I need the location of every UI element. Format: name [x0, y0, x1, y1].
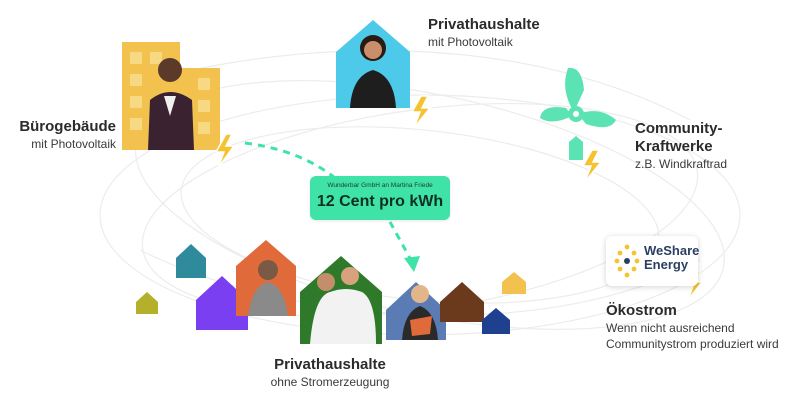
- arrow-head: [404, 256, 420, 272]
- community-subtitle: z.B. Windkraftrad: [635, 157, 728, 171]
- private-none-subtitle: ohne Stromerzeugung: [270, 375, 390, 389]
- person-photo: [350, 35, 396, 108]
- house-icon: [196, 276, 248, 330]
- oekostrom-title: Ökostrom: [606, 302, 677, 319]
- logo-line-1: WeShare: [644, 243, 700, 258]
- house-icon: [136, 292, 158, 314]
- label-private-pv: Privathaushalte mit Photovoltaik: [428, 16, 568, 50]
- person-photo: [310, 267, 376, 344]
- community-title-1: Community-: [635, 120, 723, 137]
- logo-line-2: Energy: [644, 257, 689, 272]
- community-title-2: Kraftwerke: [635, 138, 713, 155]
- label-private-none: Privathaushalte ohne Stromerzeugung: [250, 356, 410, 390]
- oekostrom-subtitle-2: Communitystrom produziert wird: [606, 337, 779, 351]
- bolt-icon: [214, 133, 236, 169]
- label-office: Bürogebäude mit Photovoltaik: [10, 118, 116, 152]
- logo-text: WeShare Energy: [644, 244, 699, 272]
- weshare-logo: WeShare Energy: [606, 236, 699, 286]
- house-icon: [336, 20, 410, 108]
- label-community: Community- Kraftwerke z.B. Windkraftrad: [635, 120, 785, 172]
- bolt-icon: [410, 95, 432, 129]
- office-subtitle: mit Photovoltaik: [31, 137, 116, 151]
- logo-dots-icon: [614, 244, 640, 278]
- bolt-icon: [581, 149, 603, 183]
- office-title: Bürogebäude: [19, 118, 116, 135]
- transfer-price: 12 Cent pro kWh: [316, 193, 444, 210]
- flow-arrow: [388, 221, 414, 263]
- oekostrom-subtitle-1: Wenn nicht ausreichend: [606, 321, 735, 335]
- wind-turbine-icon: [540, 67, 616, 160]
- house-icon: [482, 308, 510, 334]
- private-none-title: Privathaushalte: [274, 356, 386, 373]
- person-photo: [402, 285, 438, 340]
- house-icon: [176, 244, 206, 278]
- private-pv-subtitle: mit Photovoltaik: [428, 35, 513, 49]
- transfer-badge: Wunderbar GmbH an Martina Friede 12 Cent…: [310, 176, 450, 220]
- label-oekostrom: Ökostrom Wenn nicht ausreichend Communit…: [606, 302, 796, 352]
- person-photo: [248, 260, 288, 316]
- house-icon: [440, 282, 484, 322]
- transfer-caption: Wunderbar GmbH an Martina Friede: [327, 182, 433, 189]
- house-icon: [502, 272, 526, 294]
- private-pv-title: Privathaushalte: [428, 16, 540, 33]
- person-photo: [148, 58, 194, 150]
